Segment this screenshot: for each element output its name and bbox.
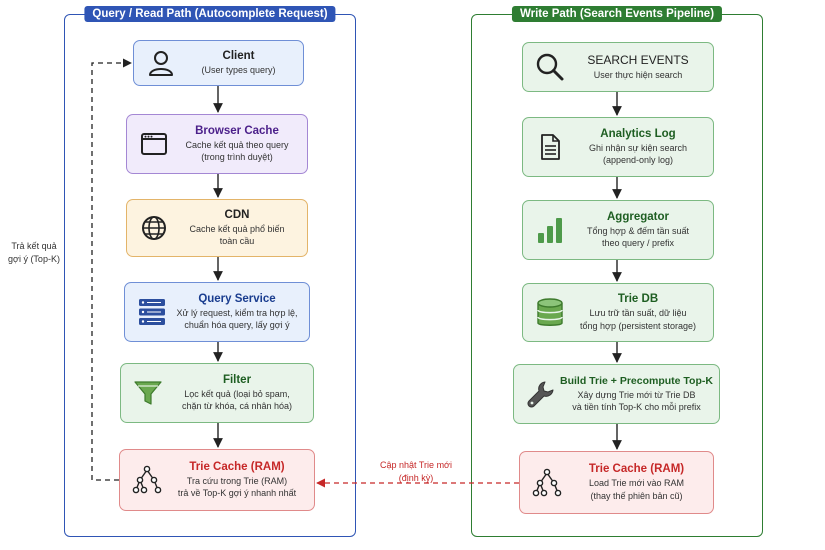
node-desc: tổng hợp (persistent storage) xyxy=(580,320,696,331)
search-events-node: SEARCH EVENTS User thực hiện search xyxy=(522,42,714,92)
node-desc: (trong trình duyệt) xyxy=(201,152,273,162)
node-title: CDN xyxy=(224,208,250,221)
trie-db-node: Trie DB Lưu trữ tần suất, dữ liệu tổng h… xyxy=(522,283,714,342)
node-title: Aggregator xyxy=(607,210,669,223)
node-title: Trie Cache (RAM) xyxy=(189,460,285,473)
node-desc: trả về Top-K gợi ý nhanh nhất xyxy=(177,488,297,498)
node-desc: Xây dựng Trie mới từ Trie DB xyxy=(577,389,696,400)
node-title: Trie DB xyxy=(617,293,659,306)
node-desc: chuẩn hóa query, lấy gợi ý xyxy=(184,320,290,330)
node-desc: Lọc kết quả (loại bỏ spam, xyxy=(184,388,290,399)
node-title: Build Trie + Precompute Top-K xyxy=(560,374,713,387)
tree-icon xyxy=(130,463,164,497)
node-desc: (thay thế phiên bản cũ) xyxy=(590,490,683,501)
return-results-label: Trả kết quả gợi ý (Top-K) xyxy=(2,240,66,265)
bar-chart-icon xyxy=(533,213,567,247)
client-node: Client (User types query) xyxy=(133,40,304,86)
node-desc: chặn từ khóa, cá nhân hóa) xyxy=(181,401,293,411)
filter-node: Filter Lọc kết quả (loại bỏ spam, chặn t… xyxy=(120,363,314,423)
node-desc: Lưu trữ tần suất, dữ liệu xyxy=(589,308,687,319)
analytics-log-node: Analytics Log Ghi nhận sự kiện search (a… xyxy=(522,117,714,177)
browser-cache-node: Browser Cache Cache kết quả theo query (… xyxy=(126,114,308,174)
build-trie-node: Build Trie + Precompute Top-K Xây dựng T… xyxy=(513,364,720,424)
cdn-node: CDN Cache kết quả phổ biến toàn cầu xyxy=(126,199,308,257)
database-icon xyxy=(533,296,567,330)
node-desc: toàn cầu xyxy=(219,236,255,246)
magnifier-icon xyxy=(533,50,567,84)
tree-icon xyxy=(530,466,564,500)
node-title: Trie Cache (RAM) xyxy=(588,463,685,476)
wrench-icon xyxy=(524,377,558,411)
server-icon xyxy=(135,295,169,329)
node-title: Browser Cache xyxy=(195,124,279,137)
aggregator-node: Aggregator Tổng hợp & đếm tần suất theo … xyxy=(522,200,714,260)
update-label-line: Cập nhật Trie mới xyxy=(380,460,452,470)
user-icon xyxy=(144,46,178,80)
node-desc: Xử lý request, kiểm tra hợp lệ, xyxy=(176,307,298,318)
node-desc: Cache kết quả theo query xyxy=(185,139,289,150)
funnel-icon xyxy=(131,376,165,410)
write-path-title: Write Path (Search Events Pipeline) xyxy=(511,6,723,22)
node-desc: và tiền tính Top-K cho mỗi prefix xyxy=(572,402,701,412)
trie-cache-node-write: Trie Cache (RAM) Load Trie mới vào RAM (… xyxy=(519,451,714,514)
read-path-title: Query / Read Path (Autocomplete Request) xyxy=(84,6,336,22)
update-trie-label: Cập nhật Trie mới (định kỳ) xyxy=(372,459,460,484)
globe-icon xyxy=(137,211,171,245)
node-desc: Tổng hợp & đếm tần suất xyxy=(587,225,689,236)
trie-cache-node-read: Trie Cache (RAM) Tra cứu trong Trie (RAM… xyxy=(119,449,315,511)
query-service-node: Query Service Xử lý request, kiểm tra hợ… xyxy=(124,282,310,342)
node-desc: User thực hiện search xyxy=(593,69,683,80)
node-desc: Ghi nhận sự kiện search xyxy=(588,142,688,153)
node-desc: Tra cứu trong Trie (RAM) xyxy=(186,475,288,486)
node-desc: Cache kết quả phổ biến xyxy=(189,223,285,234)
browser-window-icon xyxy=(137,127,171,161)
node-desc: (User types query) xyxy=(201,64,276,75)
node-title: Analytics Log xyxy=(600,127,676,140)
node-desc: (append-only log) xyxy=(602,155,674,165)
node-title: Filter xyxy=(222,373,252,386)
node-title: Query Service xyxy=(198,292,276,305)
update-label-line: (định kỳ) xyxy=(398,472,434,483)
return-label-line: gợi ý (Top-K) xyxy=(8,253,60,264)
read-path-panel: Query / Read Path (Autocomplete Request) xyxy=(64,6,356,537)
node-desc: Load Trie mới vào RAM xyxy=(589,478,684,489)
node-desc: theo query / prefix xyxy=(601,238,675,248)
node-title: Client xyxy=(222,49,255,62)
node-title: SEARCH EVENTS xyxy=(587,52,689,67)
write-path-panel: Write Path (Search Events Pipeline) xyxy=(471,6,763,537)
return-label-line: Trả kết quả xyxy=(11,241,57,251)
document-icon xyxy=(533,130,567,164)
